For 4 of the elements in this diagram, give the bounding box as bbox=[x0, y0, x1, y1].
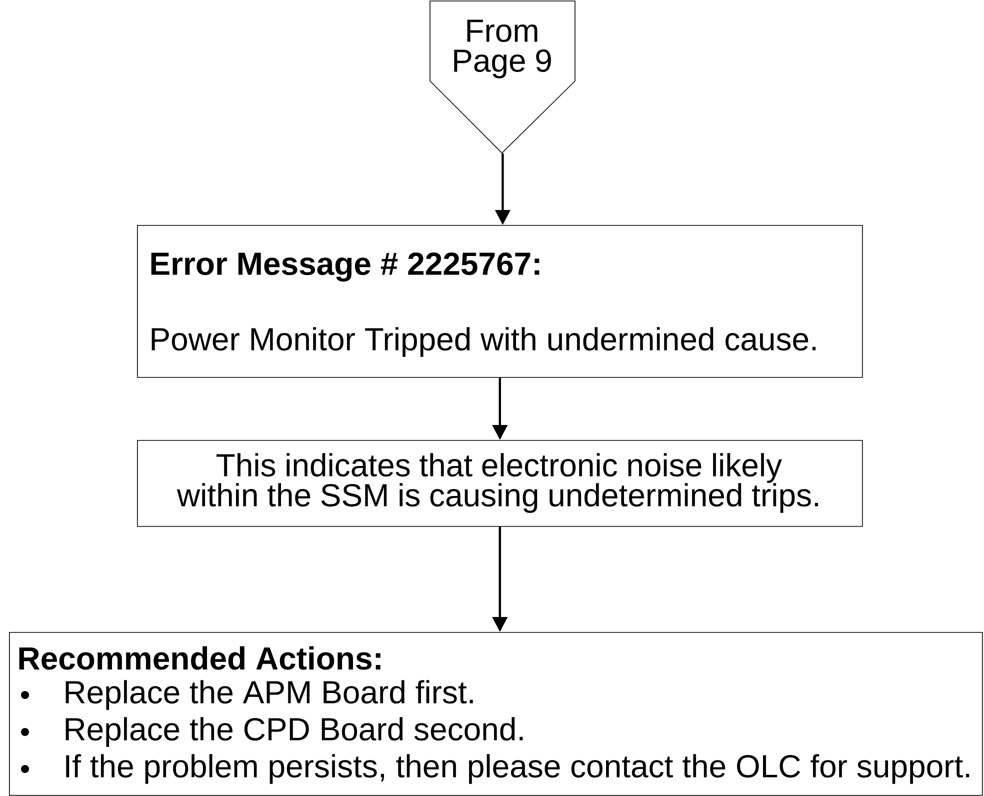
process-box: Error Message # 2225767: Power Monitor Tripped with undermined cause. bbox=[137, 225, 863, 378]
action-box: Recommended Actions: Replace the APM Board first. Replace the CPD Board second. If the problem persists, then please contact the OLC for support. bbox=[9, 632, 983, 796]
off-page-connector: From Page 9 bbox=[430, 0, 576, 154]
process-box: This indicates that electronic noise likely within the SSM is causing undetermined trips. bbox=[137, 440, 863, 527]
